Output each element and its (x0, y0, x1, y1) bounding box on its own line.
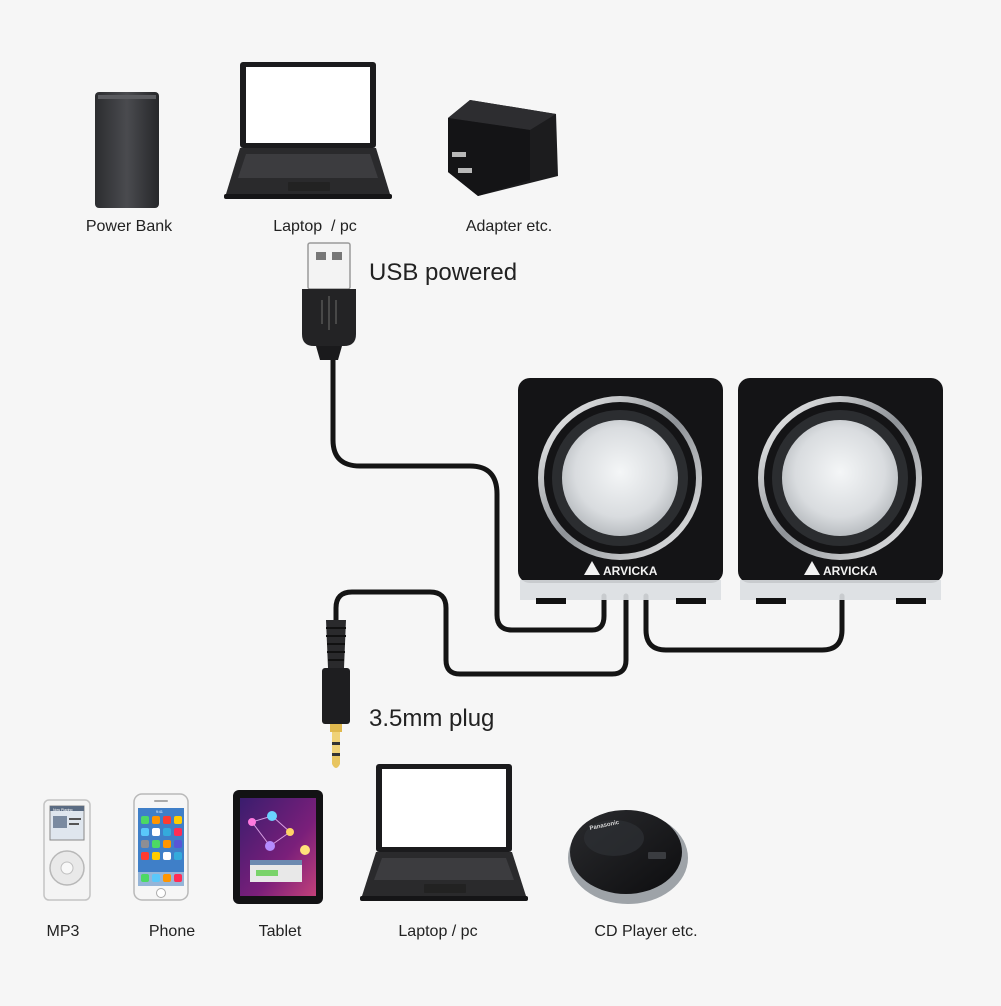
speaker-right-brand: ARVICKA (823, 564, 878, 578)
label-laptop-top: Laptop / pc (273, 218, 357, 235)
usb-cable (330, 353, 607, 633)
label-laptop-bottom: Laptop / pc (398, 923, 478, 940)
speaker-left-brand: ARVICKA (603, 564, 658, 578)
tablet-icon (233, 790, 323, 904)
label-tablet: Tablet (258, 923, 302, 940)
speaker-left (518, 378, 723, 604)
label-mp3: MP3 (46, 923, 80, 940)
cd-player-icon (568, 810, 688, 904)
mp3-player-icon (43, 799, 91, 901)
audio-jack-icon (322, 620, 350, 768)
phone-status-time: 9:41 (156, 810, 163, 814)
label-power-bank: Power Bank (85, 218, 173, 235)
adapter-icon (448, 100, 558, 196)
laptop-bottom-icon (360, 764, 528, 901)
callout-3-5mm-plug: 3.5mm plug (369, 705, 495, 732)
audio-cable (333, 589, 629, 677)
power-bank-icon (95, 92, 159, 208)
label-phone: Phone (148, 923, 196, 940)
callout-usb-powered: USB powered (369, 259, 518, 286)
phone-icon (133, 793, 189, 901)
usb-plug-icon (302, 242, 356, 360)
speaker-link-cable (643, 593, 845, 653)
laptop-top-icon (224, 62, 392, 199)
label-adapter: Adapter etc. (465, 218, 553, 235)
speaker-right (738, 378, 943, 604)
label-cd-player: CD Player etc. (594, 923, 698, 940)
mp3-screen-title: Now Playing (53, 808, 73, 812)
